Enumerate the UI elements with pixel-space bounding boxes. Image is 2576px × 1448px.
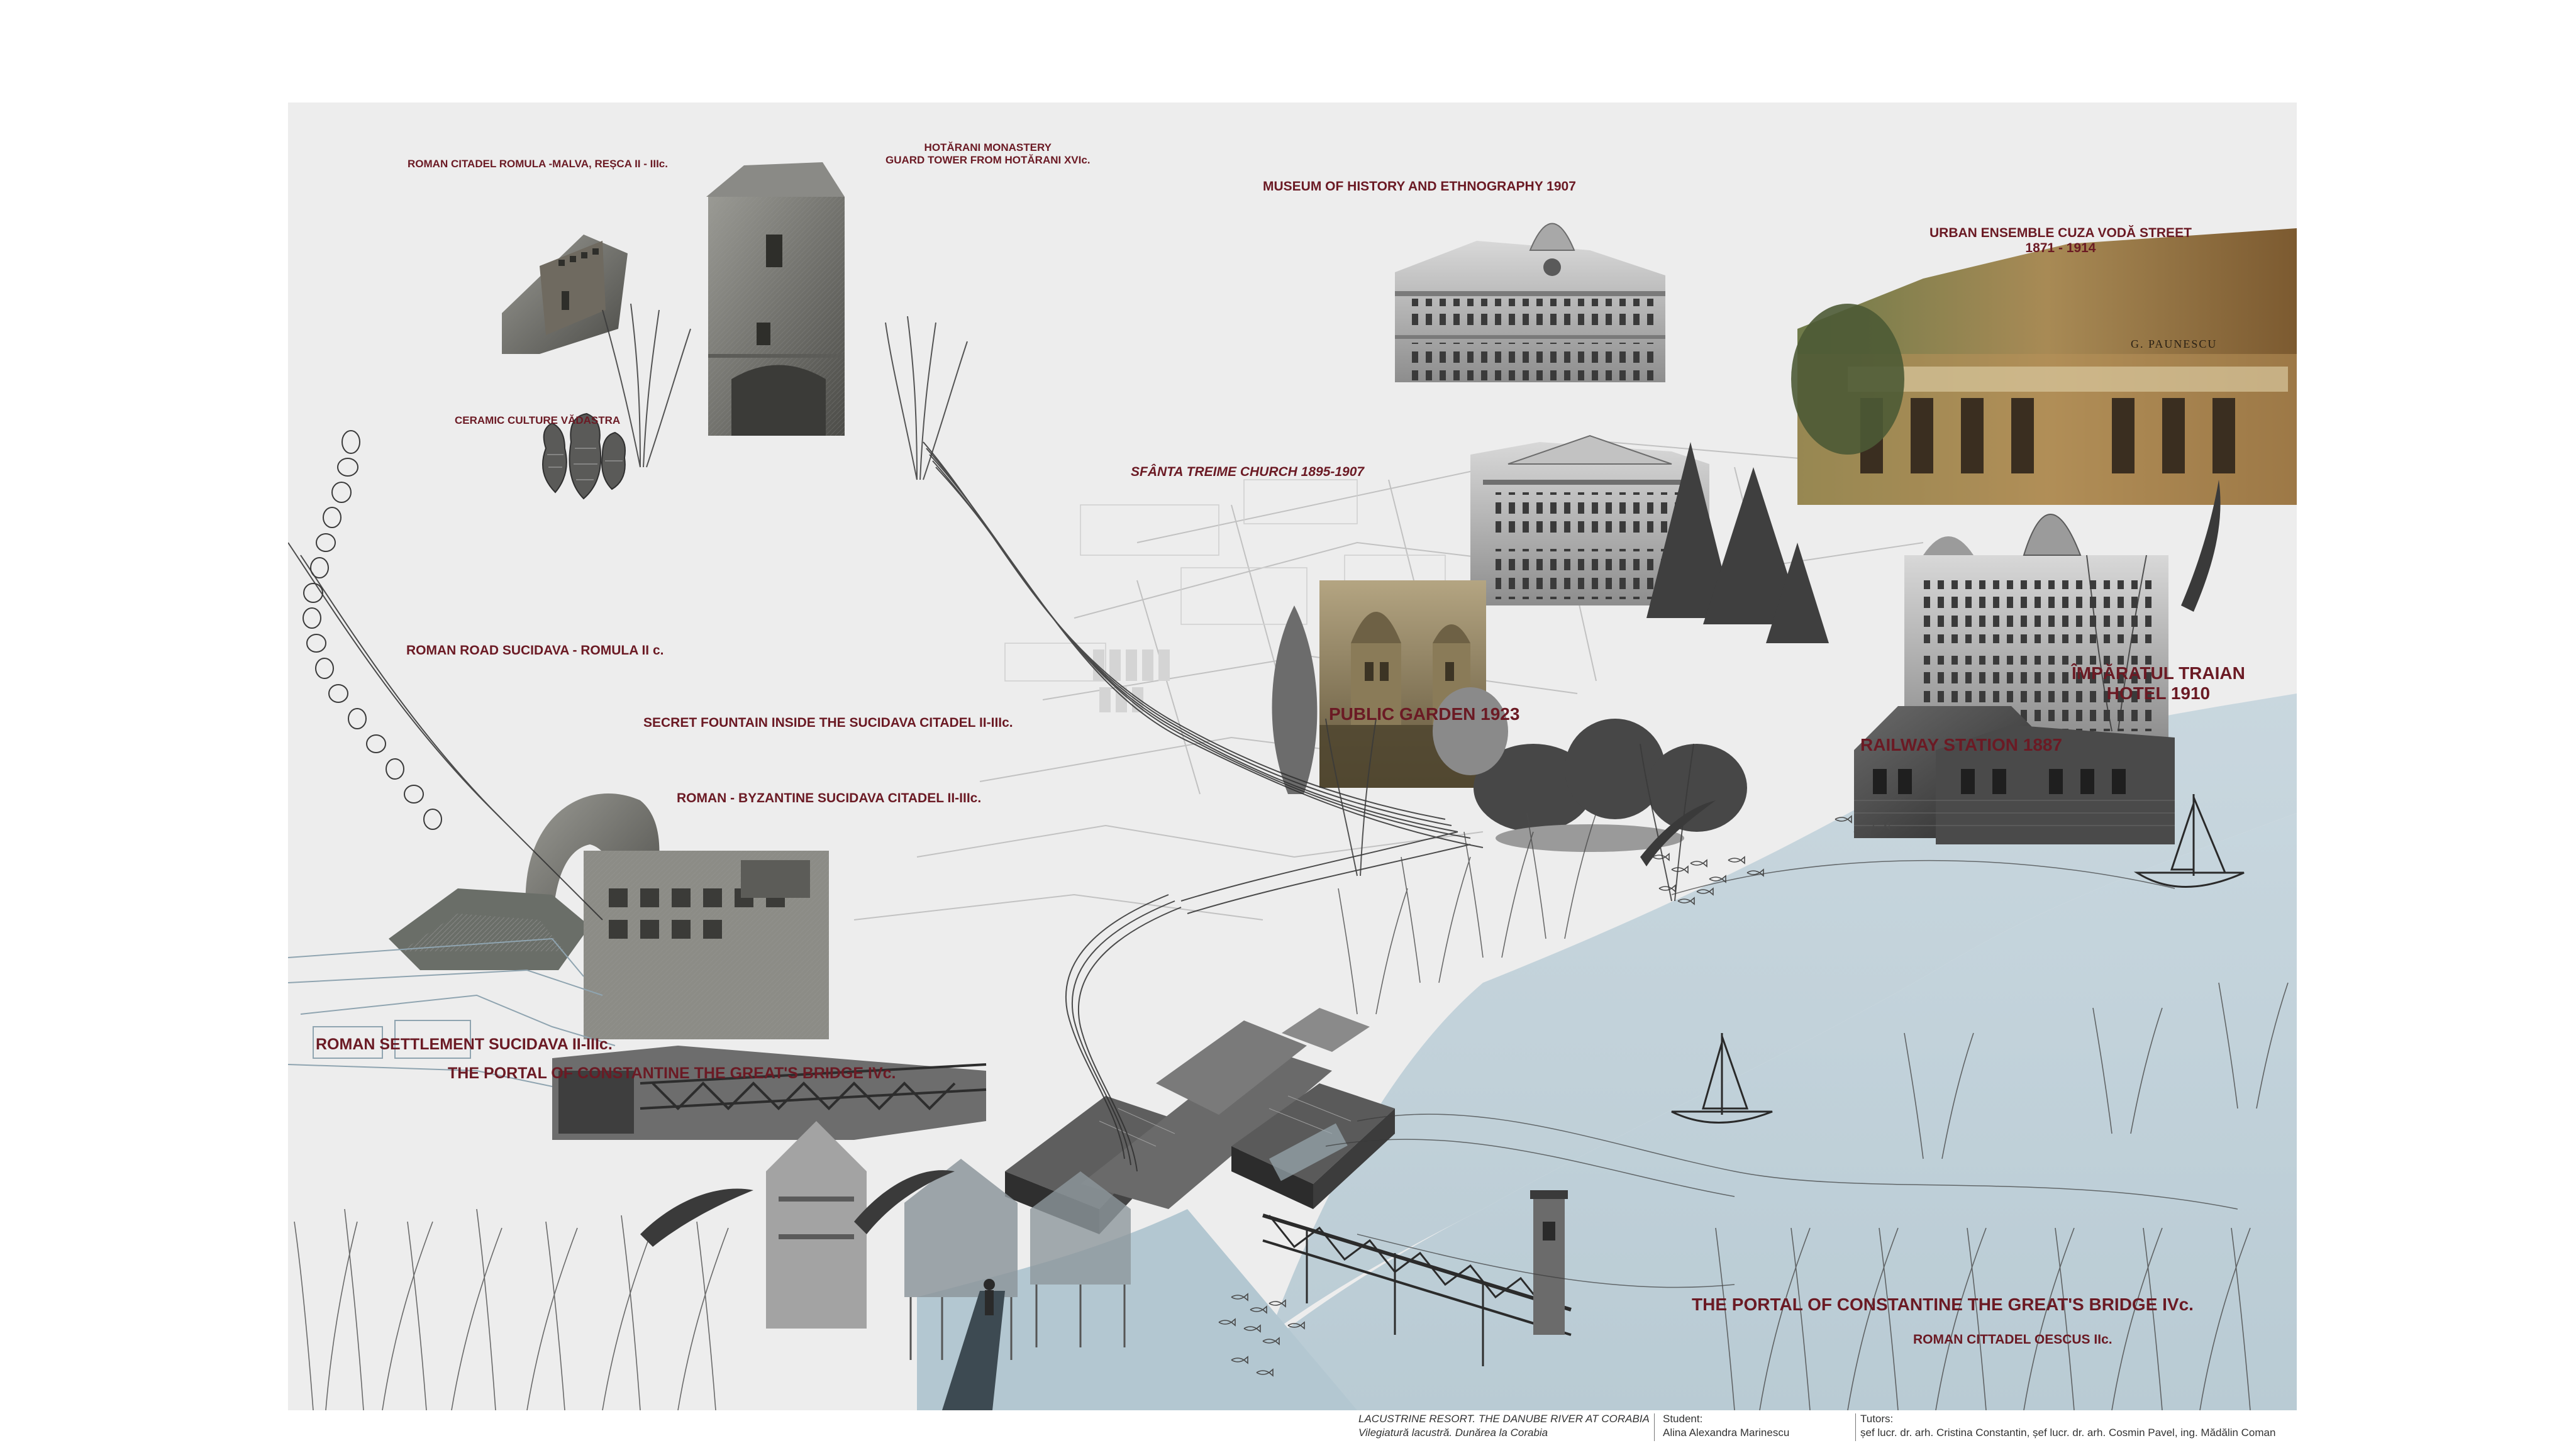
label-sfanta-treime-church: SFÂNTA TREIME CHURCH 1895-1907 <box>1131 465 1365 479</box>
credits-footer: LACUSTRINE RESORT. THE DANUBE RIVER AT C… <box>1358 1412 2302 1444</box>
label-hotarani-monastery: HOTĂRANI MONASTERY GUARD TOWER FROM HOTĂ… <box>886 141 1091 166</box>
label-roman-road: ROMAN ROAD SUCIDAVA - ROMULA II c. <box>406 643 664 658</box>
site-board: ROMAN CITADEL ROMULA -MALVA, REȘCA II - … <box>288 102 2297 1410</box>
label-hotarani-line2: GUARD TOWER FROM HOTĂRANI XVIc. <box>886 153 1091 166</box>
label-museum: MUSEUM OF HISTORY AND ETHNOGRAPHY 1907 <box>1263 179 1576 194</box>
label-ceramic-culture: CERAMIC CULTURE VĂDASTRA <box>455 414 621 426</box>
tutors-block: Tutors: șef lucr. dr. arh. Cristina Cons… <box>1860 1412 2275 1440</box>
shop-sign: G. PAUNESCU <box>2131 338 2218 350</box>
label-byzantine-citadel: ROMAN - BYZANTINE SUCIDAVA CITADEL II-II… <box>677 791 982 805</box>
student-label: Student: <box>1663 1413 1703 1425</box>
footer-divider <box>1855 1413 1856 1441</box>
label-urban-line2: 1871 - 1914 <box>2025 241 2096 256</box>
label-roman-citadel-romula: ROMAN CITADEL ROMULA -MALVA, REȘCA II - … <box>408 158 668 170</box>
label-hotel-line1: ÎMPĂRATUL TRAIAN <box>2072 663 2245 683</box>
project-title-block: LACUSTRINE RESORT. THE DANUBE RIVER AT C… <box>1358 1412 1650 1440</box>
tutors-label: Tutors: <box>1860 1413 1894 1425</box>
label-railway-station: RAILWAY STATION 1887 <box>1860 735 2063 754</box>
label-hotel-line2: HOTEL 1910 <box>2106 683 2211 704</box>
tutors-names: șef lucr. dr. arh. Cristina Constantin, … <box>1860 1427 2276 1439</box>
label-urban-line1: URBAN ENSEMBLE CUZA VODĂ STREET <box>1929 226 2192 240</box>
label-oescus-citadel: ROMAN CITTADEL OESCUS IIc. <box>1913 1332 2112 1347</box>
label-portal-bridge-left: THE PORTAL OF CONSTANTINE THE GREAT'S BR… <box>448 1064 896 1082</box>
label-secret-fountain: SECRET FOUNTAIN INSIDE THE SUCIDAVA CITA… <box>643 716 1013 730</box>
project-subtitle: Vilegiatură lacustră. Dunărea la Corabia <box>1358 1427 1548 1439</box>
label-public-garden: PUBLIC GARDEN 1923 <box>1329 704 1520 724</box>
label-hotarani-line1: HOTĂRANI MONASTERY <box>924 141 1052 153</box>
label-roman-settlement: ROMAN SETTLEMENT SUCIDAVA II-IIIc. <box>316 1036 613 1053</box>
project-title: LACUSTRINE RESORT. THE DANUBE RIVER AT C… <box>1358 1413 1650 1425</box>
footer-divider <box>1654 1413 1655 1441</box>
label-urban-ensemble: URBAN ENSEMBLE CUZA VODĂ STREET 1871 - 1… <box>1929 226 2192 256</box>
student-block: Student: Alina Alexandra Marinescu <box>1663 1412 1789 1440</box>
label-portal-bridge-right: THE PORTAL OF CONSTANTINE THE GREAT'S BR… <box>1692 1295 2194 1314</box>
label-imparatul-traian-hotel: ÎMPĂRATUL TRAIAN HOTEL 1910 <box>2072 663 2245 704</box>
site-collage <box>288 162 2297 1410</box>
student-name: Alina Alexandra Marinescu <box>1663 1427 1790 1439</box>
